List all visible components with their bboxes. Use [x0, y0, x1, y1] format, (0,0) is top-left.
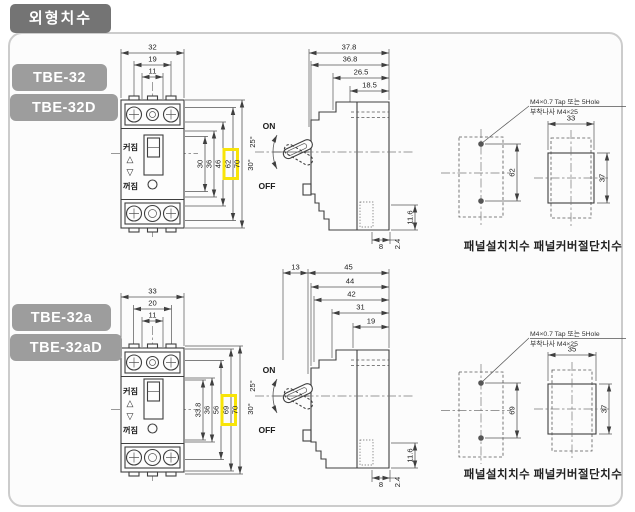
dim-label: 56: [212, 406, 221, 414]
dim-label: 42: [347, 290, 355, 299]
angle-off-label: 30°: [246, 403, 255, 414]
front-view-tbe32a: 33 20 11 커짐 △ ▽: [111, 287, 243, 481]
dim-label: 2.4: [393, 239, 402, 250]
mount-note-line2: 부착나사 M4×25: [530, 339, 578, 348]
dim-label: 2.4: [393, 477, 402, 488]
mount-hole: [478, 435, 484, 441]
panel-install-caption: 패널설치치수: [464, 467, 530, 481]
dim-label: 31: [356, 303, 364, 312]
model-badge-tbe-32d: TBE-32D: [10, 94, 118, 121]
highlight-box-62: [222, 148, 239, 180]
front-view-tbe32: 32 19 11 커짐 △ ▽: [111, 43, 245, 237]
dim-label: 11: [149, 311, 157, 320]
dim-label: 36: [203, 406, 212, 414]
dim-label: 37: [600, 405, 609, 413]
top-row-drawing: 32 19 11 커짐 △ ▽: [111, 43, 626, 254]
dim-label: 32: [148, 43, 156, 52]
dim-label: 37.8: [342, 43, 357, 52]
dim-label: 69: [508, 406, 517, 414]
dim-label: 30: [196, 160, 205, 168]
dim-label: 11.6: [406, 448, 415, 462]
dim-label-highlighted: 69: [222, 406, 231, 414]
dim-label: 45: [344, 263, 352, 272]
dim-label: 20: [148, 299, 156, 308]
model-badge-tbe-32ad: TBE-32aD: [10, 334, 122, 361]
toggle-off-kr-label: 꺼짐: [123, 181, 138, 191]
panel-cover-tbe32: 33 37 패널커버절단치수: [534, 114, 623, 254]
triangle-down-icon: ▽: [127, 411, 134, 421]
dim-label: 37: [598, 174, 607, 182]
off-label: OFF: [259, 181, 276, 191]
dim-label: 19: [148, 55, 156, 64]
angle-on-label: 25°: [248, 136, 257, 147]
panel-cover-caption: 패널커버절단치수: [534, 239, 623, 253]
dim-label: 8: [379, 480, 383, 489]
mount-note-line1: M4×0.7 Tap 또는 5Hole: [530, 98, 600, 106]
model-badge-tbe-32a: TBE-32a: [12, 304, 111, 331]
angle-on-label: 25°: [248, 380, 257, 391]
mount-note-line1: M4×0.7 Tap 또는 5Hole: [530, 330, 600, 338]
angle-off-label: 30°: [246, 159, 255, 170]
on-label: ON: [263, 365, 276, 375]
dim-label: 19: [367, 317, 375, 326]
toggle-on-kr-label: 커짐: [123, 386, 138, 396]
dim-label: 70: [233, 160, 242, 168]
dim-label: 33: [148, 287, 156, 296]
panel-install-tbe32: 62 M4×0.7 Tap 또는 5Hole 부착나사 M4×25 패널설치치수: [441, 98, 626, 253]
dim-label: 26.5: [354, 68, 369, 77]
dim-label: 46: [214, 160, 223, 168]
dim-label: 18.5: [362, 81, 377, 90]
dim-label: 62: [508, 168, 517, 176]
dim-label: 11: [149, 67, 157, 76]
panel-install-tbe32a: 69 M4×0.7 Tap 또는 5Hole 부착나사 M4×25 패널설치치수: [441, 330, 626, 481]
dim-label: 33.8: [194, 403, 203, 418]
side-view-tbe32: 37.8 36.8 26.5 18.5 ON 25° 30° OFF: [246, 43, 418, 251]
dim-label: 33: [567, 114, 575, 123]
dim-label: 11.6: [406, 210, 415, 224]
dim-label: 13: [291, 263, 299, 272]
panel-cover-tbe32a: 35 37 패널커버절단치수: [534, 345, 623, 482]
dim-label: 36.8: [343, 55, 358, 64]
dim-label: 8: [379, 242, 383, 251]
side-view-tbe32a: 13 45 44 42 31 19 ON 25°: [246, 263, 418, 489]
triangle-down-icon: ▽: [127, 167, 134, 177]
mount-hole: [478, 198, 484, 204]
dim-label: 44: [346, 277, 354, 286]
page-title: 외형치수: [10, 4, 111, 33]
bottom-row-drawing: 33 20 11 커짐 △ ▽: [111, 263, 626, 489]
highlight-box-69: [220, 394, 237, 426]
mount-note-line2: 부착나사 M4×25: [530, 107, 578, 116]
triangle-up-icon: △: [127, 398, 134, 408]
panel-install-caption: 패널설치치수: [464, 239, 530, 253]
dim-label: 70: [231, 406, 240, 414]
triangle-up-icon: △: [127, 154, 134, 164]
panel-cover-caption: 패널커버절단치수: [534, 467, 623, 481]
model-badge-tbe-32: TBE-32: [12, 64, 107, 91]
off-label: OFF: [259, 425, 276, 435]
dim-label-highlighted: 62: [224, 160, 233, 168]
toggle-on-kr-label: 커짐: [123, 142, 138, 152]
on-label: ON: [263, 121, 276, 131]
toggle-off-kr-label: 꺼짐: [123, 425, 138, 435]
dim-label: 35: [568, 345, 576, 354]
dim-label: 36: [205, 160, 214, 168]
